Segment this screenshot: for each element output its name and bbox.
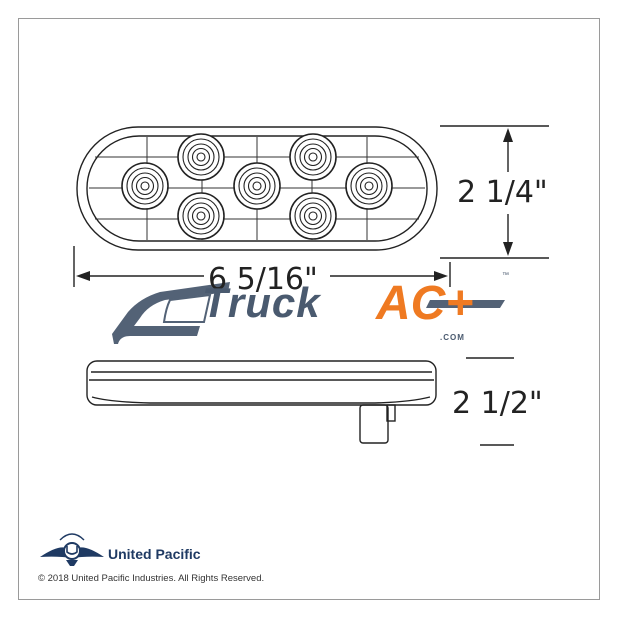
watermark-trademark: ™: [502, 272, 509, 279]
arrow-up-icon: [503, 128, 513, 142]
arrow-left-icon: [76, 271, 90, 281]
depth-dimension-label: 2 1/2": [452, 386, 543, 421]
lamp-outer-rim: [76, 126, 438, 251]
truck-silhouette-icon: [112, 282, 505, 344]
lamp-inner-rim: [86, 135, 428, 242]
arrow-right-icon: [434, 271, 448, 281]
height-dimension-label: 2 1/4": [457, 175, 548, 210]
watermark-truck-text: Truck: [202, 279, 321, 326]
depth-dimension: [466, 357, 514, 446]
led-lens-icon: [289, 192, 337, 240]
led-lens-icon: [233, 162, 281, 210]
led-lens-icon: [121, 162, 169, 210]
width-dimension: [73, 246, 451, 287]
arrow-down-icon: [503, 242, 513, 256]
diagram-frame: [18, 18, 600, 600]
led-lens-icon: [345, 162, 393, 210]
brand-name: United Pacific: [108, 546, 201, 562]
led-lens-icon: [177, 192, 225, 240]
led-lens-icon: [289, 133, 337, 181]
led-lens-icon: [177, 133, 225, 181]
copyright-notice: © 2018 United Pacific Industries. All Ri…: [38, 573, 265, 584]
width-dimension-label: 6 5/16": [208, 262, 318, 297]
lamp-side-view: [86, 360, 437, 444]
united-pacific-logo-icon: [40, 533, 104, 566]
watermark-domain-text: .COM: [440, 333, 465, 342]
lamp-connector: [359, 404, 389, 444]
height-dimension: [440, 125, 549, 259]
led-lens-group: [121, 133, 393, 240]
watermark-ac-text: AC+: [376, 277, 474, 330]
lamp-connector-tab: [386, 404, 396, 422]
